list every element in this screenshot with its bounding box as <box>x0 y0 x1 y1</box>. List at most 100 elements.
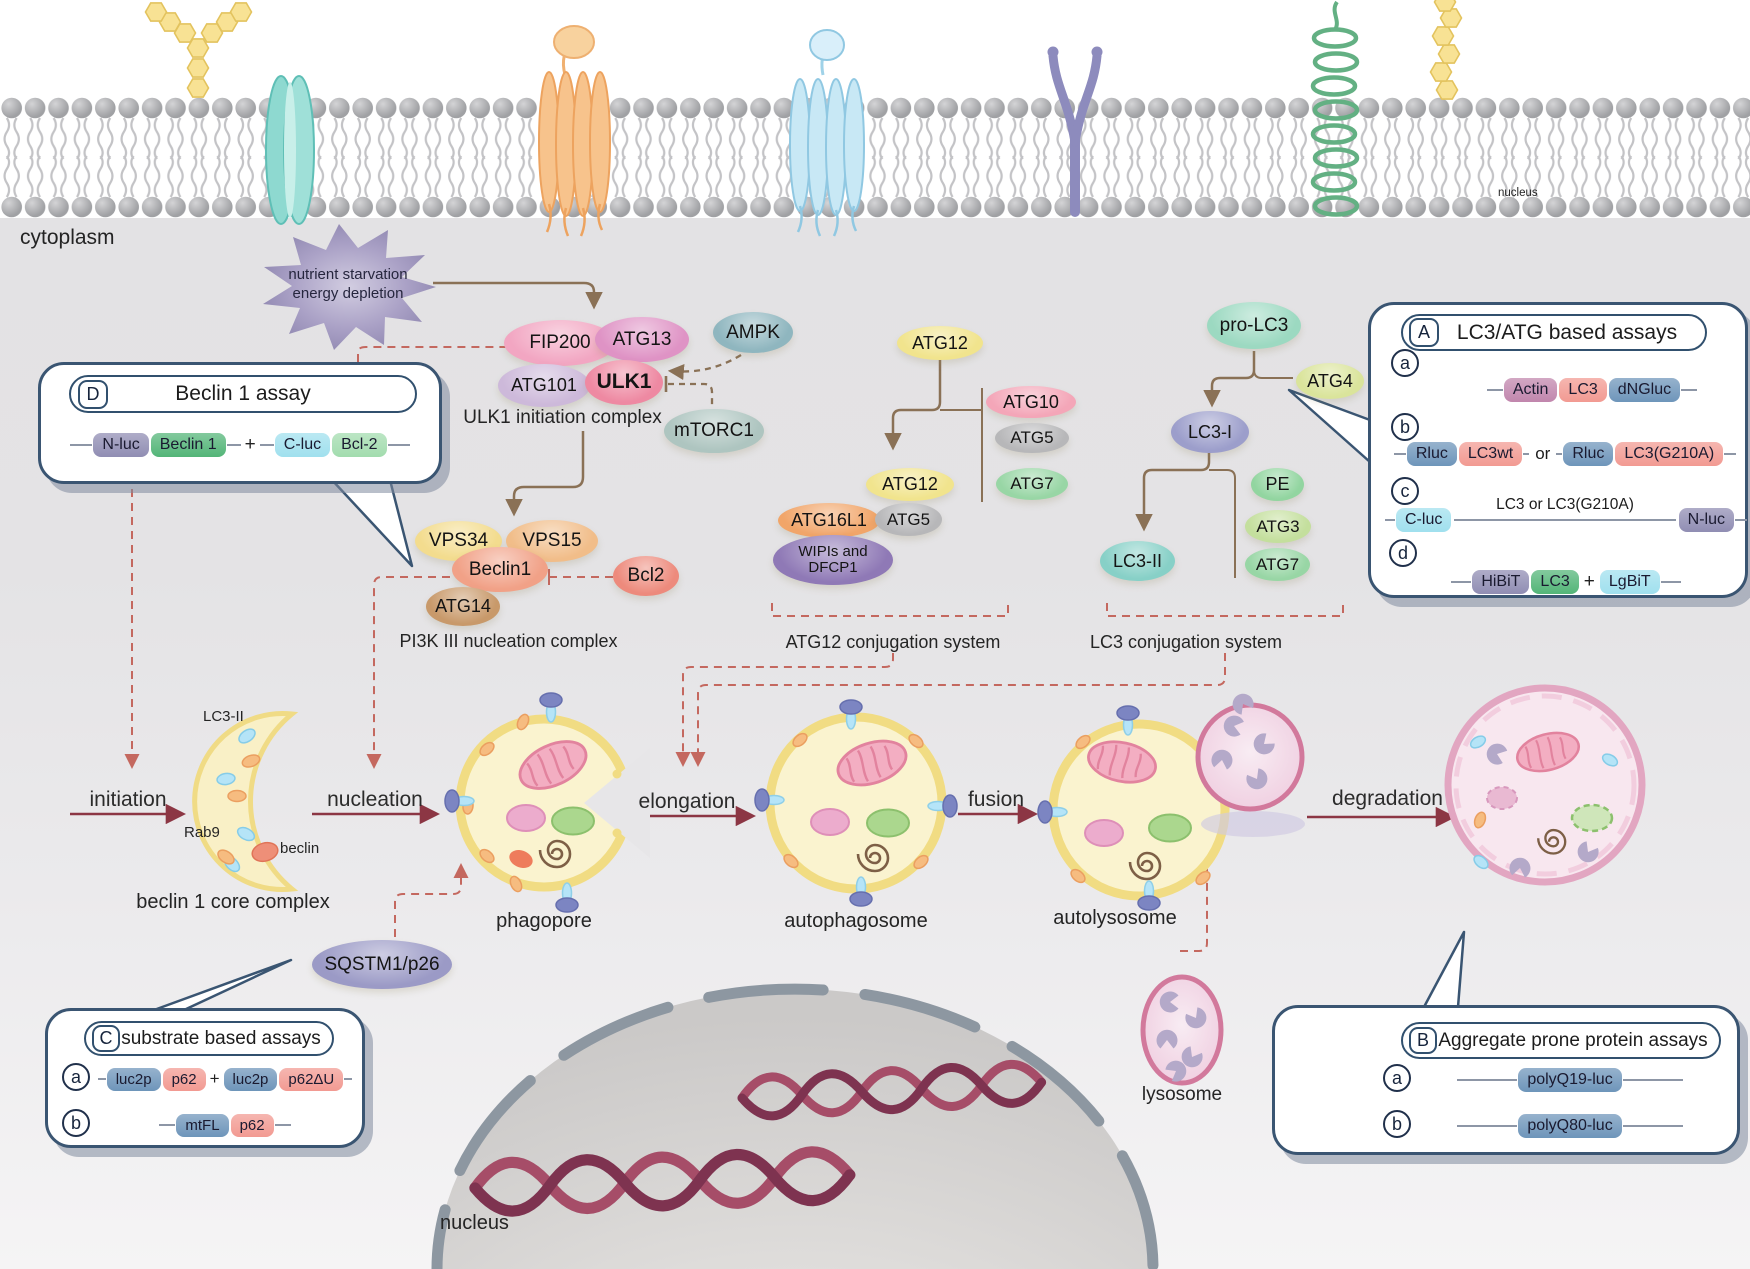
lc3-atg-assays-box: A LC3/ATG based assays a Actin LC3 dNGlu… <box>1368 302 1748 598</box>
autophagosome-graphic <box>754 699 958 907</box>
construct-line <box>344 1077 353 1081</box>
box-d-title-pill: D Beclin 1 assay <box>69 375 417 413</box>
box-b-title: Aggregate prone protein assays <box>1438 1029 1708 1051</box>
construct-line <box>1681 388 1698 392</box>
lc3wt-chip: LC3wt <box>1458 442 1523 466</box>
luc2p-chip: luc2p <box>223 1067 278 1091</box>
lc3-ii-oval: LC3-II <box>1100 541 1175 581</box>
lc3-variant-label: LC3 or LC3(G210A) <box>1496 496 1634 513</box>
atg10-oval: ATG10 <box>986 386 1076 418</box>
construct-line <box>1622 1078 1683 1082</box>
p62-chip: p62 <box>162 1067 206 1091</box>
starvation-burst-text: nutrient starvation energy depletion <box>258 266 438 304</box>
atg3-oval: ATG3 <box>1245 510 1311 543</box>
beclin-core-crescent <box>192 711 299 892</box>
assay-links-dashed <box>124 346 1344 952</box>
polyq80-chip: polyQ80-luc <box>1518 1114 1622 1138</box>
construct-line <box>70 443 93 447</box>
row-a-badge: a <box>1383 1064 1411 1092</box>
cluc-chip: C-luc <box>1396 508 1452 532</box>
callout-tails <box>152 388 1466 1012</box>
beclin1-oval: Beclin1 <box>452 547 548 592</box>
starvation-burst-icon <box>263 224 436 350</box>
assay-c-row: C-luc LC3 or LC3(G210A) N-luc <box>1385 496 1747 537</box>
construct-line <box>159 1123 176 1127</box>
box-d-letter: D <box>78 379 108 409</box>
construct-line <box>1724 452 1737 456</box>
ulk1-complex-label: ULK1 initiation complex <box>463 407 662 428</box>
autolysosome-label: autolysosome <box>1053 907 1177 929</box>
wipis-line1: WIPIs and <box>798 543 868 561</box>
ulk1-oval: ULK1 <box>585 360 663 405</box>
row-a-badge: a <box>1391 349 1419 377</box>
nucleus-label: nucleus <box>440 1212 509 1234</box>
plasma-membrane <box>0 97 1750 218</box>
phagopore-label: phagopore <box>496 910 592 932</box>
ion-channel-icon <box>265 75 315 225</box>
lc3-chip: LC3 <box>1559 378 1607 402</box>
bcl2-chip: Bcl-2 <box>332 433 387 457</box>
wipis-dfcp1-oval: WIPIs and DFCP1 <box>773 535 893 585</box>
row-b-badge: b <box>1391 413 1419 441</box>
box-a-letter: A <box>1409 318 1439 347</box>
substrate-a-row: luc2p p62 + luc2p p62ΔU <box>94 1065 356 1093</box>
mtorc1-oval: mTORC1 <box>664 409 764 453</box>
atg5-enzyme-oval: ATG5 <box>995 423 1069 453</box>
atg12-conjugated-oval: ATG12 <box>866 468 954 501</box>
aggregate-assays-box: B Aggregate prone protein assays a polyQ… <box>1272 1005 1740 1155</box>
aggregate-a-row: polyQ19-luc <box>1425 1066 1715 1094</box>
row-d-badge: d <box>1389 539 1417 567</box>
row-a-badge: a <box>62 1063 90 1091</box>
pe-oval: PE <box>1251 468 1304 501</box>
construct-line <box>226 443 241 447</box>
starvation-line2: energy depletion <box>292 284 404 302</box>
glycan-y-icon <box>144 2 253 98</box>
dngluc-chip: dNGluc <box>1608 378 1681 402</box>
rab9-tag: Rab9 <box>184 824 220 841</box>
atg12-free-oval: ATG12 <box>897 326 983 360</box>
lc3-i-oval: LC3-I <box>1171 411 1249 453</box>
lysosome-graphic <box>1140 974 1224 1086</box>
nucleus-graphic <box>431 983 1159 1269</box>
construct-line <box>1385 518 1395 522</box>
construct-line <box>387 443 410 447</box>
row-c-badge: c <box>1391 477 1419 505</box>
luc2p-chip: luc2p <box>106 1067 161 1091</box>
construct-line <box>1454 519 1676 522</box>
pi3k-complex-label: PI3K III nucleation complex <box>399 631 618 651</box>
step-degradation: degradation <box>1332 787 1443 810</box>
step-initiation: initiation <box>89 788 167 811</box>
lc3-ii-tag: LC3-II <box>203 708 244 725</box>
construct-line <box>1457 1078 1518 1082</box>
coil-protein-icon <box>1310 0 1360 217</box>
construct-line <box>1393 452 1406 456</box>
lgbit-chip: LgBiT <box>1599 570 1660 594</box>
construct-line <box>274 1123 291 1127</box>
vps34-oval: VPS34 <box>415 521 502 561</box>
row-b-badge: b <box>62 1109 90 1137</box>
box-a-title: LC3/ATG based assays <box>1456 320 1678 344</box>
cluc-chip: C-luc <box>274 433 331 457</box>
hibit-chip: HiBiT <box>1472 570 1530 594</box>
box-c-letter: C <box>92 1024 120 1052</box>
wipis-line2: DFCP1 <box>808 559 858 576</box>
atg7-enzyme-oval: ATG7 <box>996 468 1068 500</box>
polyq19-chip: polyQ19-luc <box>1518 1068 1622 1092</box>
nluc-chip: N-luc <box>93 433 149 457</box>
row-b-badge: b <box>1383 1110 1411 1138</box>
construct-line <box>1486 388 1503 392</box>
assay-a-row: Actin LC3 dNGluc <box>1449 375 1735 405</box>
atg12-system-label: ATG12 conjugation system <box>785 632 1001 652</box>
lc3-g210a-chip: LC3(G210A) <box>1615 442 1724 466</box>
construct-line <box>1735 518 1747 522</box>
kinase-regulation-dashed <box>664 354 742 407</box>
atg14-oval: ATG14 <box>426 587 500 626</box>
lc3-chip: LC3 <box>1531 570 1579 594</box>
phagopore-graphic <box>444 692 650 913</box>
sqstm1-oval: SQSTM1/p26 <box>312 940 452 989</box>
or-text: or <box>1535 444 1551 463</box>
degraded-vesicle-graphic <box>1444 684 1646 886</box>
p62du-chip: p62ΔU <box>279 1067 344 1091</box>
pro-lc3-oval: pro-LC3 <box>1207 302 1301 349</box>
